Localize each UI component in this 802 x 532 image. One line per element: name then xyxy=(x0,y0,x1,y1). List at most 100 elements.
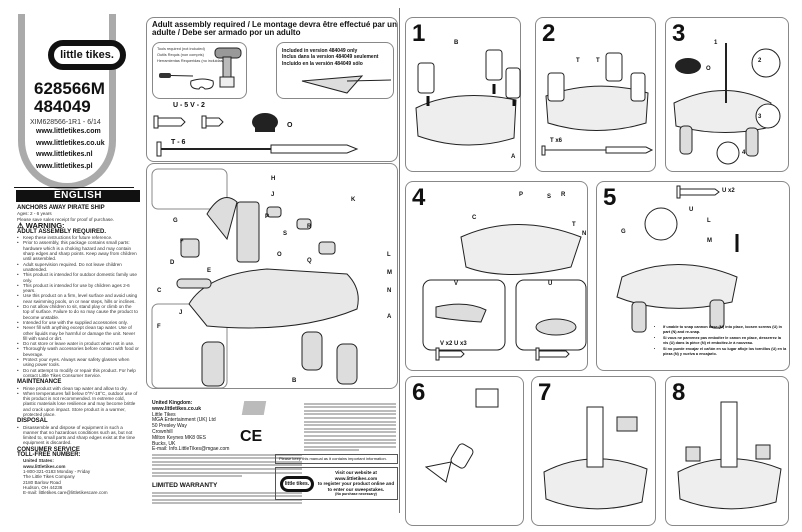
step-2-panel: 2 T T T x6 xyxy=(535,17,656,172)
leg-icon xyxy=(301,331,323,371)
list-item: Use this product on a firm, level surfac… xyxy=(17,293,139,304)
website-line: (No purchase necessary) xyxy=(335,492,377,496)
part-label-c: C xyxy=(157,288,162,294)
list-item: Keep these instructions for future refer… xyxy=(17,235,139,241)
part-label-r: R xyxy=(561,192,566,198)
hardware-t-label: T - 6 xyxy=(171,139,186,146)
us-line: The Little Tikes Company xyxy=(23,474,75,480)
sequence-label: 2 xyxy=(758,58,762,64)
included-text: Included in version 484049 only xyxy=(282,48,358,54)
part-label-m: M xyxy=(387,270,392,276)
step-5-notes: If unable to snap cannon base (M) into p… xyxy=(657,325,787,357)
part-label-t: T xyxy=(596,58,600,64)
assembly-panel: Adult assembly required / Le montage dev… xyxy=(146,17,398,162)
umbrella-icon xyxy=(301,75,392,94)
url: www.littletikes.nl xyxy=(36,151,93,158)
screw-t-icon xyxy=(156,141,359,157)
uk-url: www.littletikes.co.uk xyxy=(152,405,201,412)
tools-illustration xyxy=(159,47,242,90)
screwdriver-icon xyxy=(159,73,194,78)
hardware-illustration xyxy=(153,113,359,157)
receipt-note: Please save sales receipt for proof of p… xyxy=(17,216,115,222)
step-6-panel: 6 xyxy=(405,376,524,526)
hardware-o-label: O xyxy=(287,122,293,129)
english-instructions: ANCHORS AWAY PIRATE SHIP Ages: 2 - 6 yea… xyxy=(17,204,139,495)
website-line: to enter our sweepstakes. xyxy=(327,486,385,492)
cap-o-icon xyxy=(675,58,701,74)
tollfree-heading: TOLL-FREE NUMBER: xyxy=(17,452,81,459)
screw-v-icon xyxy=(201,115,224,129)
sequence-label: 1 xyxy=(714,40,718,46)
cup-icon xyxy=(266,206,282,218)
keep-manual-note: Please keep this manual as it contains i… xyxy=(275,454,398,464)
safety-glasses-icon xyxy=(190,78,214,90)
us-line: E-mail: littletikes.care@littletikescare… xyxy=(23,490,108,496)
list-item: Do not attempt to modify or repair this … xyxy=(17,368,139,379)
sequence-label: 4 xyxy=(742,150,746,156)
part-label-o: O xyxy=(706,66,711,72)
url: www.littletikes.com xyxy=(36,128,101,135)
part-label-b: B xyxy=(454,40,459,46)
tools-box: Tools required (not included) Outils Req… xyxy=(152,42,247,99)
part-label-g: G xyxy=(621,229,626,235)
screw-icon xyxy=(435,347,570,361)
website-url[interactable]: www.littletikes.com xyxy=(334,475,378,481)
url-list: www.littletikes.com www.littletikes.co.u… xyxy=(36,126,105,172)
parts-diagram: H J K G P R F S L D O Q M E N C A J F B xyxy=(146,163,398,389)
part-label-l: L xyxy=(387,252,391,258)
part-label-m: M xyxy=(707,238,712,244)
part-label-j: J xyxy=(179,310,183,316)
part-label-k: K xyxy=(351,197,356,203)
part-label-s: S xyxy=(283,231,288,237)
cannon-base-icon xyxy=(318,241,336,255)
us-line: 1-800-321-0183 Monday - Friday xyxy=(23,468,91,474)
warranty-text-cont xyxy=(304,401,396,453)
consumer-service-heading: CONSUMER SERVICE xyxy=(17,446,80,453)
bucket-icon xyxy=(180,238,200,258)
list-item: Intended for use with the supplied acces… xyxy=(17,320,139,326)
list-item: Do not allow children to sit, stand play… xyxy=(17,304,139,320)
copyright-text xyxy=(152,452,302,479)
us-contact: United States: www.littletikes.com 1-800… xyxy=(17,458,139,495)
step-8-panel: 8 xyxy=(665,376,789,526)
model-number: 628566M xyxy=(34,79,105,98)
list-item: This product is intended for use by chil… xyxy=(17,283,139,294)
tools-text: Tools required (not included) xyxy=(157,47,205,51)
part-label-n: N xyxy=(582,231,587,237)
part-label-o: O xyxy=(277,252,282,258)
list-item: Never fill with anything except clean ta… xyxy=(17,325,139,341)
part-label-d: D xyxy=(170,260,175,266)
step-2-illustration xyxy=(541,52,654,156)
part-label-a: A xyxy=(387,314,392,320)
parts-illustration xyxy=(151,168,359,389)
part-label-h: H xyxy=(271,176,276,182)
note: Si no puede encajar el cañón en su lugar… xyxy=(663,347,787,356)
part-label-p: P xyxy=(519,192,524,198)
disposal-list: Disassemble and dispose of equipment in … xyxy=(17,425,139,446)
part-label-f: F xyxy=(180,239,184,245)
ship-hull-icon xyxy=(188,268,359,329)
cup-icon xyxy=(296,218,312,230)
step-7-illustration xyxy=(543,406,648,510)
warning-heading: ⚠ WARNING: xyxy=(17,220,65,230)
doc-code: XIM628566-1R1 - 6/14 xyxy=(30,119,101,126)
step-number: 3 xyxy=(672,20,686,47)
us-title: United States: xyxy=(23,458,54,464)
list-item: Rinse product with clean tap water and a… xyxy=(17,386,139,392)
included-text: Inclus dans la version 484049 seulement xyxy=(282,54,379,61)
part-label-r: R xyxy=(307,224,312,230)
part-label-l: L xyxy=(707,218,711,224)
list-item: Thoroughly wash accessories before conta… xyxy=(17,346,139,357)
logo-frame xyxy=(18,14,116,190)
list-item: Protect your eyes. Always wear safety gl… xyxy=(17,357,139,368)
leg-icon xyxy=(201,341,225,387)
divider xyxy=(399,8,400,513)
step-number: 5 xyxy=(603,184,617,211)
sail-icon xyxy=(206,197,238,241)
screw-u-icon xyxy=(676,185,720,199)
drill-icon xyxy=(214,47,242,88)
step-4-panel: 4 P S R C T N V U V x2 U x3 xyxy=(405,181,588,371)
brand-logo: little tikes. xyxy=(280,476,314,492)
website-line: to register your product online and xyxy=(317,481,395,486)
